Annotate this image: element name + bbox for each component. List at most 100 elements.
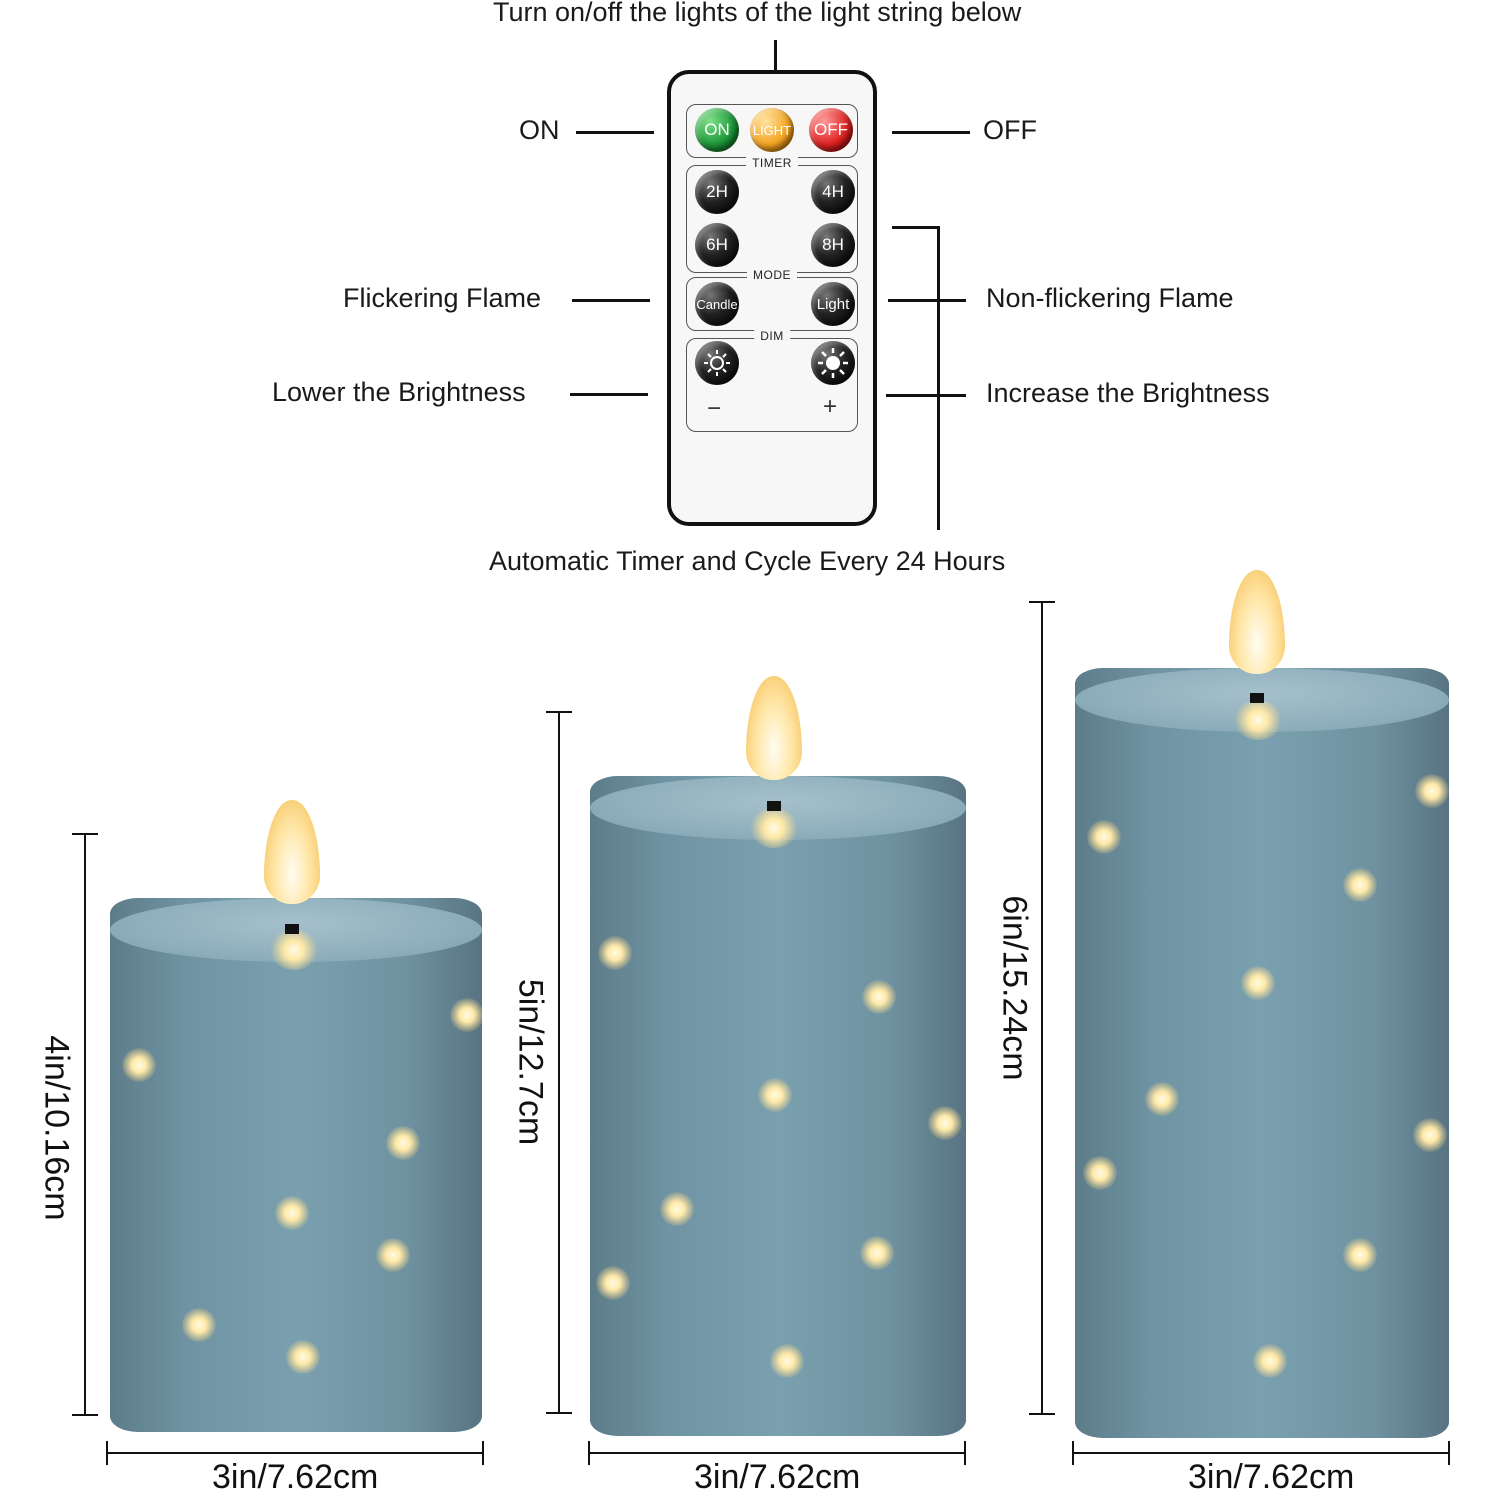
height-line-large [1041, 602, 1043, 1414]
light-dot [1343, 868, 1377, 902]
lower-annotation: Lower the Brightness [272, 377, 526, 407]
width-cap [1448, 1441, 1450, 1465]
flame [1229, 570, 1285, 674]
top-leader-line [774, 40, 777, 71]
timer-bracket-horizontal [892, 226, 937, 229]
non-flickering-annotation: Non-flickering Flame [986, 283, 1234, 313]
height-cap [546, 1412, 572, 1414]
light-dot [182, 1308, 216, 1342]
width-line-large [1072, 1452, 1450, 1454]
non-flickering-leader-line [888, 299, 966, 302]
wick [767, 801, 781, 811]
light-dot [660, 1192, 694, 1226]
mode-title: MODE [747, 268, 797, 282]
dim-group: DIM − [686, 329, 858, 432]
increase-annotation: Increase the Brightness [986, 378, 1270, 408]
dim-minus-label: − [707, 395, 722, 422]
height-cap [1029, 1413, 1055, 1415]
timer-group: TIMER 2H 4H 6H 8H [686, 156, 858, 273]
on-annotation: ON [519, 115, 560, 145]
wick-glow [750, 808, 798, 848]
light-dot [1087, 820, 1121, 854]
timer-2h-button[interactable]: 2H [695, 170, 739, 214]
width-line-medium [588, 1452, 966, 1454]
width-cap [964, 1441, 966, 1465]
flame [746, 676, 802, 780]
timer-bracket-vertical [937, 226, 940, 530]
light-dot [275, 1196, 309, 1230]
wick-glow [1234, 700, 1282, 740]
light-dot [122, 1048, 156, 1082]
remote-control: ON LIGHT OFF TIMER 2H 4H 6H 8H MODE Cand… [667, 70, 877, 526]
dim-up-button[interactable] [811, 341, 855, 385]
light-dot [1343, 1238, 1377, 1272]
height-label-large: 6in/15.24cm [995, 895, 1034, 1081]
light-dot [860, 1236, 894, 1270]
candle-mode-button[interactable]: Candle [695, 282, 739, 326]
dim-down-button[interactable] [695, 341, 739, 385]
light-dot [758, 1078, 792, 1112]
top-annotation: Turn on/off the lights of the light stri… [493, 0, 1022, 27]
flickering-annotation: Flickering Flame [343, 283, 542, 313]
candle-large [1075, 668, 1449, 1438]
timer-title: TIMER [746, 156, 798, 170]
dim-title: DIM [754, 329, 790, 343]
light-dot [928, 1106, 962, 1140]
light-dot [1145, 1082, 1179, 1116]
light-dot [376, 1238, 410, 1272]
sun-dim-icon [704, 350, 730, 376]
flame [264, 800, 320, 904]
off-leader-line [892, 131, 970, 134]
timer-8h-button[interactable]: 8H [811, 223, 855, 267]
wick-glow [270, 930, 318, 970]
width-label-large: 3in/7.62cm [1188, 1458, 1355, 1496]
lower-leader-line [570, 393, 648, 396]
candle-medium [590, 776, 966, 1436]
off-annotation: OFF [983, 115, 1037, 145]
timer-cycle-annotation: Automatic Timer and Cycle Every 24 Hours [489, 546, 1006, 576]
wick [285, 924, 299, 934]
light-dot [596, 1266, 630, 1300]
light-dot [1083, 1156, 1117, 1190]
height-cap [1029, 601, 1055, 603]
light-dot [1253, 1344, 1287, 1378]
light-dot [770, 1344, 804, 1378]
wick [1250, 693, 1264, 703]
light-button[interactable]: LIGHT [750, 108, 794, 152]
off-button[interactable]: OFF [809, 108, 853, 152]
dim-plus-label: + [823, 393, 838, 420]
light-mode-button[interactable]: Light [811, 282, 855, 326]
height-cap [72, 1414, 98, 1416]
light-dot [598, 936, 632, 970]
light-dot [286, 1340, 320, 1374]
height-label-small: 4in/10.16cm [37, 1035, 76, 1221]
on-leader-line [576, 131, 654, 134]
height-label-medium: 5in/12.7cm [511, 978, 550, 1146]
flickering-leader-line [572, 299, 650, 302]
width-cap [106, 1441, 108, 1465]
height-cap [546, 711, 572, 713]
mode-group: MODE Candle Light [686, 268, 858, 331]
height-line-medium [558, 712, 560, 1414]
width-cap [1072, 1441, 1074, 1465]
candle-small [110, 898, 482, 1432]
width-line-small [106, 1452, 484, 1454]
height-cap [72, 833, 98, 835]
width-label-small: 3in/7.62cm [212, 1458, 379, 1496]
light-dot [1415, 774, 1449, 808]
light-dot [1241, 966, 1275, 1000]
light-dot [862, 980, 896, 1014]
light-dot [386, 1126, 420, 1160]
on-button[interactable]: ON [695, 108, 739, 152]
width-cap [482, 1441, 484, 1465]
power-button-group: ON LIGHT OFF [686, 104, 858, 158]
height-line-small [84, 834, 86, 1416]
increase-leader-line [886, 394, 966, 397]
light-dot [450, 998, 482, 1032]
width-label-medium: 3in/7.62cm [694, 1458, 861, 1496]
timer-6h-button[interactable]: 6H [695, 223, 739, 267]
sun-bright-icon [818, 348, 848, 378]
timer-4h-button[interactable]: 4H [811, 170, 855, 214]
light-dot [1413, 1118, 1447, 1152]
width-cap [588, 1441, 590, 1465]
